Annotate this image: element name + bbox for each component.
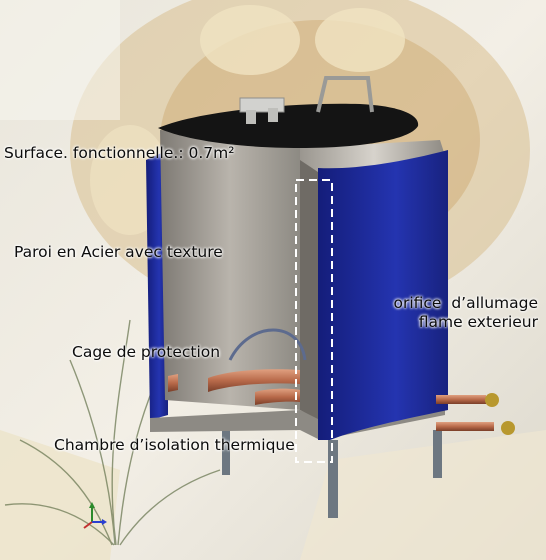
ignition-orifice-line2: flame exterieur (418, 312, 538, 331)
steel-wall-label: Paroi en Acier avec texture (14, 243, 223, 261)
ignition-fittings (436, 393, 515, 435)
xyz-axis-icon (83, 502, 107, 529)
inner-steel-wall (160, 130, 300, 410)
ignition-orifice-label: orifice d’allumage flame exterieur (393, 294, 538, 331)
bottom-rim (150, 400, 445, 440)
protection-cage (228, 328, 307, 361)
inner-coil (168, 369, 300, 405)
lid (158, 76, 419, 148)
protection-cage-label: Cage de protection (72, 343, 221, 361)
surface-label: Surface. fonctionnelle.: 0.7m² (4, 144, 235, 162)
isolation-chamber-outline (295, 179, 333, 463)
outer-shell-right (318, 150, 448, 440)
thermal-chamber-label: Chambre d’isolation thermique (54, 436, 295, 454)
ignition-orifice-line1: orifice d’allumage (393, 294, 538, 312)
support-legs (222, 420, 442, 518)
